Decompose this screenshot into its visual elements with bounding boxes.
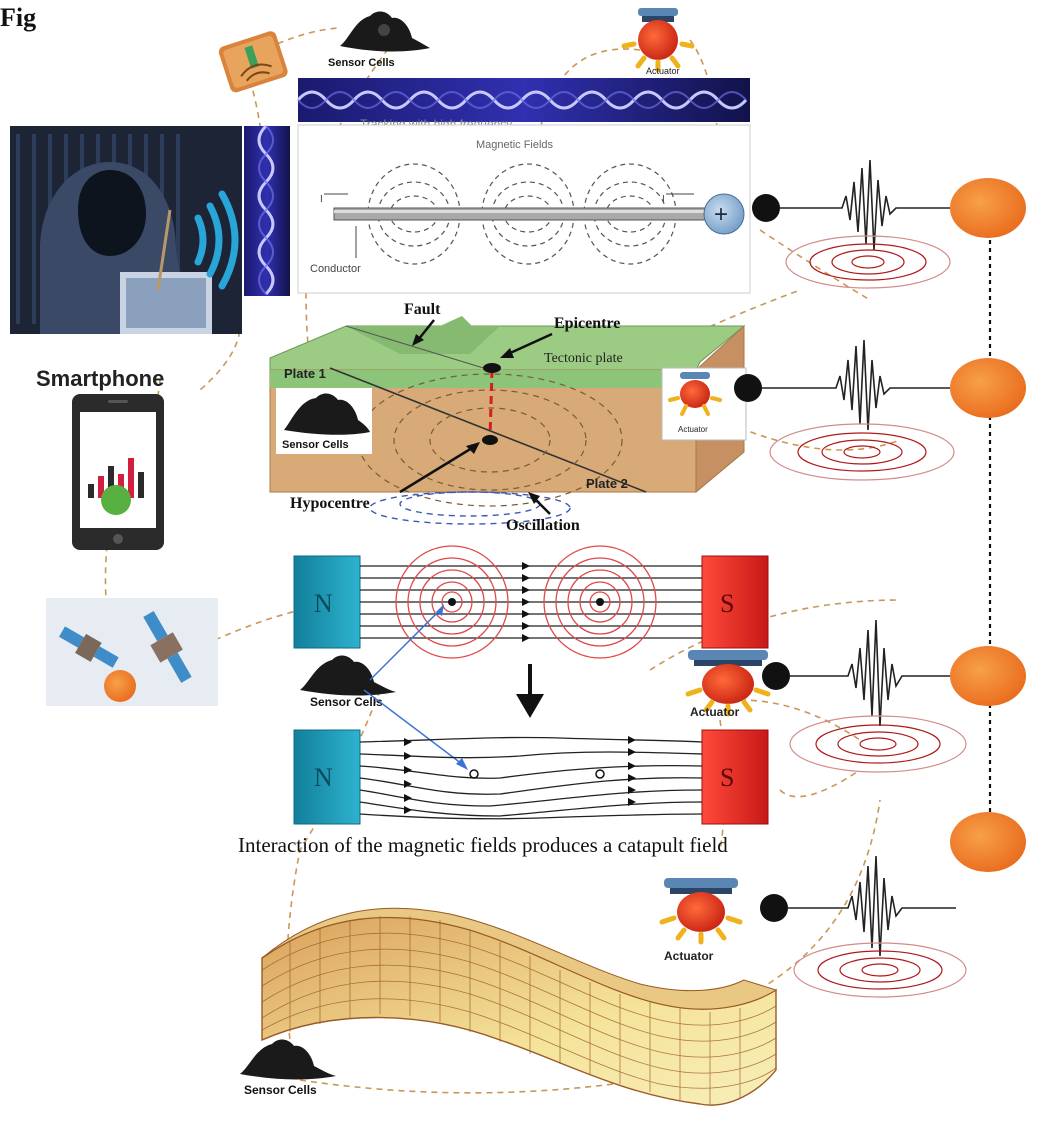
conductor-panel: Magnetic Fields I I Conductor +	[297, 124, 751, 294]
sensor-cell-mid-icon	[300, 655, 396, 696]
hf-wave-vertical-strip	[244, 124, 290, 296]
fault-label: Fault	[404, 301, 441, 318]
smartphone-icon	[72, 394, 164, 550]
sensor-cell-bottom-icon	[240, 1039, 336, 1080]
actuator-mid-label: Actuator	[690, 705, 740, 719]
hacker-image	[10, 126, 242, 334]
phone-chart-icon	[88, 458, 144, 515]
actuator-mid-icon	[685, 650, 771, 717]
deformed-earth-mesh	[261, 907, 778, 1106]
hypocentre-label: Hypocentre	[290, 495, 370, 512]
satellite-node	[104, 670, 136, 702]
magnet-field-top: N S	[293, 545, 769, 659]
sensor-cell-block-icon	[276, 388, 372, 454]
plus-symbol: +	[714, 201, 728, 228]
catapult-caption: Interaction of the magnetic fields produ…	[238, 833, 728, 857]
oscillation-label: Oscillation	[506, 517, 580, 534]
current-label-right: I	[662, 194, 665, 205]
battery-plus-icon	[703, 193, 745, 235]
magnet-north-bottom-label: N	[314, 763, 333, 792]
sensor-cells-block-label: Sensor Cells	[282, 439, 349, 451]
plate2-label: Plate 2	[586, 476, 628, 491]
wifi-signal-icon	[194, 190, 239, 290]
actuator-block-icon	[661, 367, 747, 441]
conductor-label: Conductor	[310, 263, 361, 275]
magnet-field-bottom: N S	[293, 729, 769, 825]
sensor-cells-mid-label: Sensor Cells	[310, 695, 383, 709]
magnet-south-bottom-label: S	[720, 763, 734, 792]
sensor-cell-top-icon	[340, 11, 430, 52]
actuator-bottom-icon	[659, 878, 743, 945]
actuator-top-icon	[621, 8, 695, 73]
seismic-station-2	[734, 339, 1026, 481]
sensor-cells-top-label: Sensor Cells	[328, 57, 395, 69]
seismic-station-3	[762, 619, 1026, 773]
smartphone-label: Smartphone	[36, 366, 164, 391]
magnetic-fields-label: Magnetic Fields	[476, 139, 554, 151]
figure-label: Fig	[0, 3, 36, 32]
satellite-image	[46, 598, 218, 706]
actuator-block-label: Actuator	[678, 425, 708, 434]
hf-wave-banner	[296, 78, 750, 122]
hypocentre-dot	[482, 435, 498, 445]
actuator-top-label: Actuator	[646, 66, 680, 76]
plate1-label: Plate 1	[284, 366, 326, 381]
down-arrow-icon	[516, 664, 544, 718]
seismic-station-4	[760, 812, 1026, 998]
epicentre-dot	[483, 363, 501, 373]
tectonic-plate-label: Tectonic plate	[544, 351, 623, 366]
sensor-cells-bottom-label: Sensor Cells	[244, 1083, 317, 1097]
rfid-tag-icon	[218, 31, 288, 93]
current-label-left: I	[320, 194, 323, 205]
actuator-bottom-label: Actuator	[664, 949, 714, 963]
magnet-south-top-label: S	[720, 589, 734, 618]
magnet-north-top-label: N	[314, 589, 333, 618]
seismic-station-1	[752, 159, 1026, 289]
epicentre-label: Epicentre	[554, 315, 620, 332]
